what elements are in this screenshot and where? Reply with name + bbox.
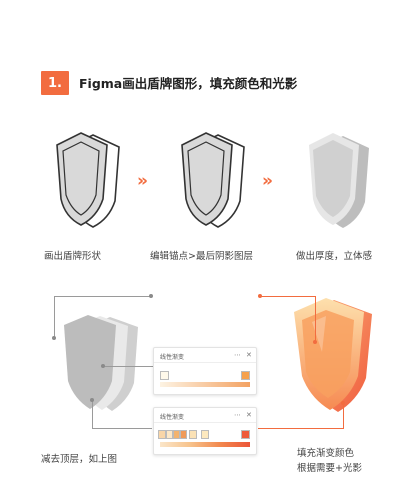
color-stop[interactable] — [189, 430, 197, 439]
gradient-bar[interactable] — [160, 382, 250, 387]
connector-line — [343, 403, 344, 429]
edited-shield-figure — [181, 132, 245, 228]
gradient-panel-2[interactable]: 线性渐变 ⋯ ✕ — [153, 407, 257, 455]
connector-dot — [341, 401, 345, 405]
color-stop[interactable] — [241, 371, 250, 380]
bottom-right-caption-2: 根据需要+光影 — [297, 463, 362, 474]
thick-shield-figure — [309, 133, 369, 228]
step-caption-2: 编辑锚点>最后阴影图层 — [150, 251, 253, 262]
panel-title: 线性渐变 — [160, 414, 185, 421]
outline-shield-figure — [56, 132, 120, 228]
connector-dot — [258, 294, 262, 298]
connector-line — [258, 428, 343, 429]
color-stop[interactable] — [173, 430, 180, 439]
connector-line — [103, 366, 154, 367]
connector-line — [315, 296, 316, 342]
orange-shield — [294, 298, 372, 412]
options-icon[interactable]: ⋯ — [234, 411, 241, 419]
arrow-icon: » — [262, 171, 273, 191]
color-stop[interactable] — [160, 371, 169, 380]
step-caption-3: 做出厚度，立体感 — [296, 251, 373, 262]
connector-line — [92, 400, 93, 429]
arrow-icon: » — [137, 171, 148, 191]
grey-layered-shield — [64, 315, 138, 411]
connector-line — [92, 428, 152, 429]
bottom-left-caption: 减去顶层，如上图 — [41, 454, 118, 465]
color-stop[interactable] — [180, 430, 187, 439]
color-stop[interactable] — [241, 430, 250, 439]
gradient-panel-1[interactable]: 线性渐变 ⋯ ✕ — [153, 347, 257, 395]
connector-dot — [52, 336, 56, 340]
divider — [154, 362, 256, 363]
connector-dot — [313, 340, 317, 344]
color-stop[interactable] — [201, 430, 209, 439]
connector-line — [54, 296, 151, 297]
divider — [154, 422, 256, 423]
page-title: Figma画出盾牌图形，填充颜色和光影 — [79, 76, 298, 91]
step-caption-1: 画出盾牌形状 — [44, 251, 102, 262]
bottom-right-caption-1: 填充渐变颜色 — [297, 448, 355, 459]
connector-dot — [101, 364, 105, 368]
close-icon[interactable]: ✕ — [246, 411, 252, 419]
options-icon[interactable]: ⋯ — [234, 351, 241, 359]
color-stop[interactable] — [166, 430, 173, 439]
connector-line — [54, 296, 55, 338]
connector-line — [260, 296, 315, 297]
panel-title: 线性渐变 — [160, 354, 185, 361]
step-badge: 1. — [41, 71, 69, 95]
gradient-bar[interactable] — [160, 442, 250, 447]
connector-dot — [149, 294, 153, 298]
close-icon[interactable]: ✕ — [246, 351, 252, 359]
color-stop[interactable] — [158, 430, 166, 439]
connector-dot — [90, 398, 94, 402]
